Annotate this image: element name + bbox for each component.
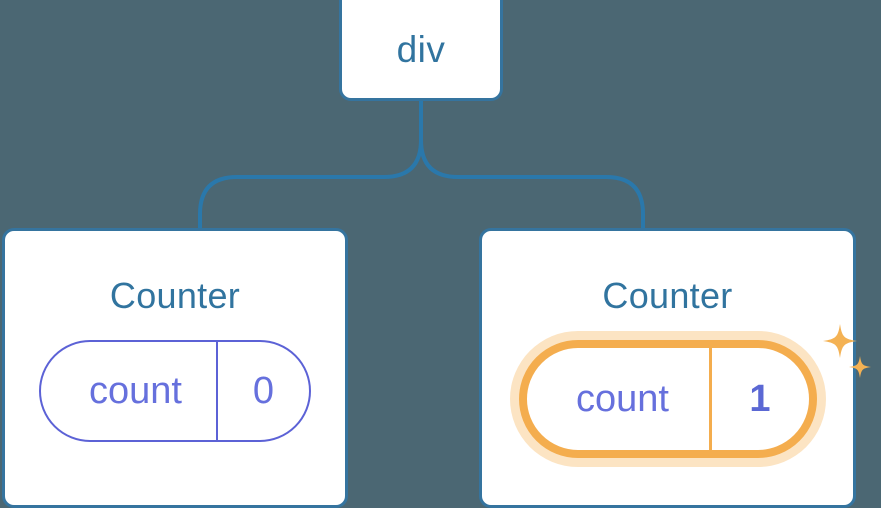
node-div-label: div <box>396 29 446 70</box>
node-counter-right[interactable]: Counter count 1 <box>479 228 871 508</box>
state-pill-value: 1 <box>708 348 809 450</box>
state-pill-value: 0 <box>216 342 309 440</box>
node-div[interactable]: div <box>339 0 503 101</box>
state-pill-wrapper-left: count 0 <box>39 340 311 442</box>
state-pill-key: count <box>89 370 182 412</box>
sparkle-group <box>822 324 871 378</box>
counter-title: Counter <box>602 275 733 316</box>
sparkle-star-large-icon <box>822 324 857 358</box>
state-pill-wrapper-right: count 1 <box>518 324 871 458</box>
state-pill-key: count <box>576 378 669 420</box>
connector-to-left-counter <box>198 99 423 233</box>
sparkle-star-small-icon <box>848 356 871 378</box>
counter-title: Counter <box>109 275 241 316</box>
connector-to-right-counter <box>419 99 645 233</box>
state-pill-count-right[interactable]: count 1 <box>518 340 817 458</box>
state-pill-count-left[interactable]: count 0 <box>39 340 311 442</box>
node-counter-left[interactable]: Counter count 0 <box>2 228 348 508</box>
